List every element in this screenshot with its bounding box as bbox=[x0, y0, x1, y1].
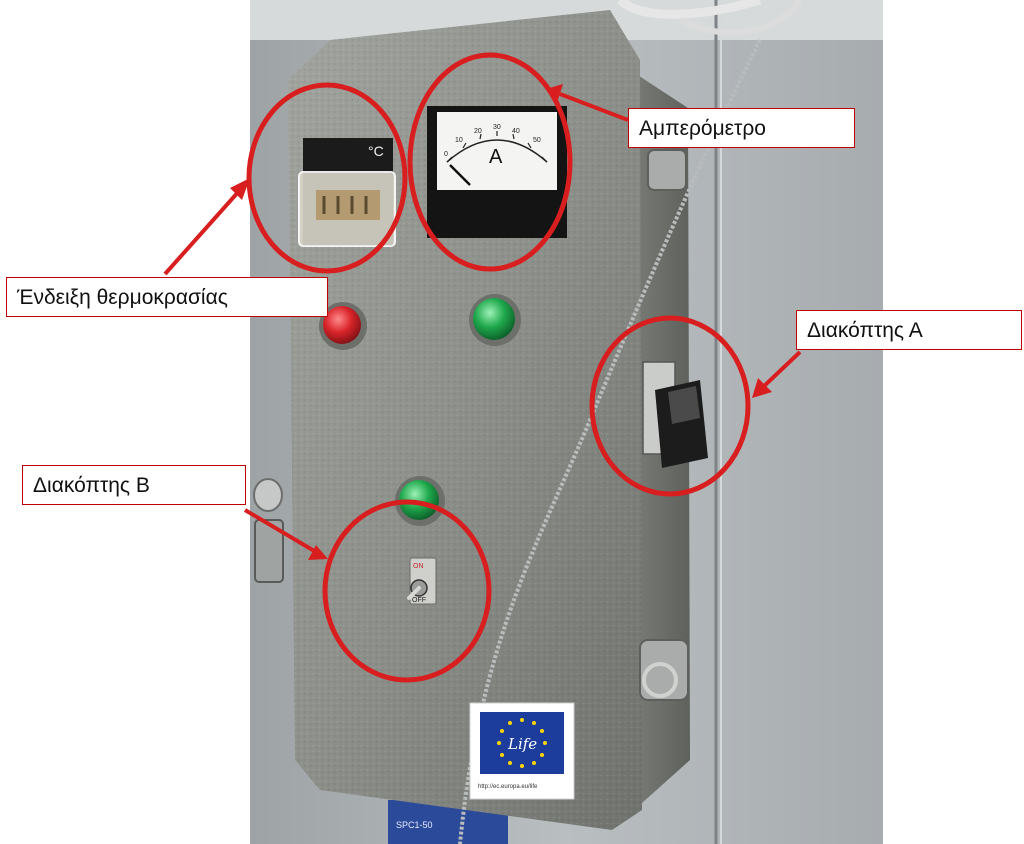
ammeter-annotation-circle bbox=[407, 52, 573, 272]
switch-a-knob-highlight bbox=[668, 386, 700, 424]
life-logo-text: Life bbox=[507, 735, 537, 753]
temperature-annotation-circle bbox=[246, 82, 408, 274]
ammeter-scale-40: 40 bbox=[512, 128, 520, 135]
green-indicator-lamp-1 bbox=[473, 298, 515, 340]
ammeter-label: Αμπερόμετρο bbox=[628, 108, 855, 148]
ammeter-arrowhead bbox=[546, 84, 563, 100]
cable-gland bbox=[254, 519, 284, 583]
ammeter-scale-20: 20 bbox=[474, 128, 482, 135]
switch-a-arrow bbox=[760, 350, 802, 390]
ammeter-face bbox=[437, 112, 557, 190]
switch-a-label: Διακόπτης Α bbox=[796, 310, 1022, 350]
temperature-arrowhead bbox=[230, 178, 250, 200]
temperature-digits bbox=[316, 190, 380, 220]
red-indicator-lamp bbox=[323, 306, 361, 344]
switch-b-arrow bbox=[243, 508, 318, 554]
ammeter-ticks bbox=[446, 131, 548, 163]
switch-b-off-marking: OFF bbox=[412, 597, 426, 604]
ammeter-scale-arc bbox=[446, 139, 548, 163]
green-indicator-lamp-2 bbox=[399, 480, 439, 520]
switch-b-annotation-circle bbox=[322, 499, 492, 683]
ammeter-scale-10: 10 bbox=[455, 137, 463, 144]
switch-b-on-marking: ON bbox=[413, 563, 424, 570]
switch-a-annotation-circle bbox=[589, 315, 751, 497]
ammeter-arrow bbox=[559, 92, 629, 122]
eu-stars bbox=[497, 718, 547, 768]
temperature-arrow bbox=[163, 188, 242, 276]
switch-b-lever bbox=[407, 586, 421, 600]
ammeter-unit: A bbox=[489, 146, 503, 168]
switch-b-label: Διακόπτης Β bbox=[22, 465, 246, 505]
ammeter-scale-0: 0 bbox=[444, 151, 448, 158]
braided-wire bbox=[458, 39, 762, 844]
temperature-label: Ένδειξη θερμοκρασίας bbox=[6, 277, 328, 317]
annotation-circles bbox=[246, 52, 751, 683]
latch-top bbox=[647, 149, 687, 191]
ammeter-scale-30: 30 bbox=[493, 124, 501, 131]
annotation-arrows bbox=[163, 84, 802, 560]
temperature-digit-marks bbox=[322, 196, 368, 214]
switch-a-arrowhead bbox=[752, 378, 772, 398]
cable-top bbox=[616, 0, 762, 19]
module-label: SPC1-50 bbox=[396, 820, 433, 830]
sticker-url: http://ec.europa.eu/life bbox=[478, 784, 538, 790]
temperature-unit: °C bbox=[368, 143, 384, 159]
blue-module-left bbox=[388, 800, 450, 844]
eu-flag bbox=[480, 712, 564, 774]
ammeter-needle bbox=[449, 164, 471, 186]
ammeter-scale-50: 50 bbox=[533, 137, 541, 144]
latch-bottom-ring bbox=[642, 662, 678, 698]
cable-gland-end bbox=[253, 478, 283, 512]
cable-top-2 bbox=[678, 0, 803, 36]
switch-b-arrowhead bbox=[308, 545, 328, 560]
